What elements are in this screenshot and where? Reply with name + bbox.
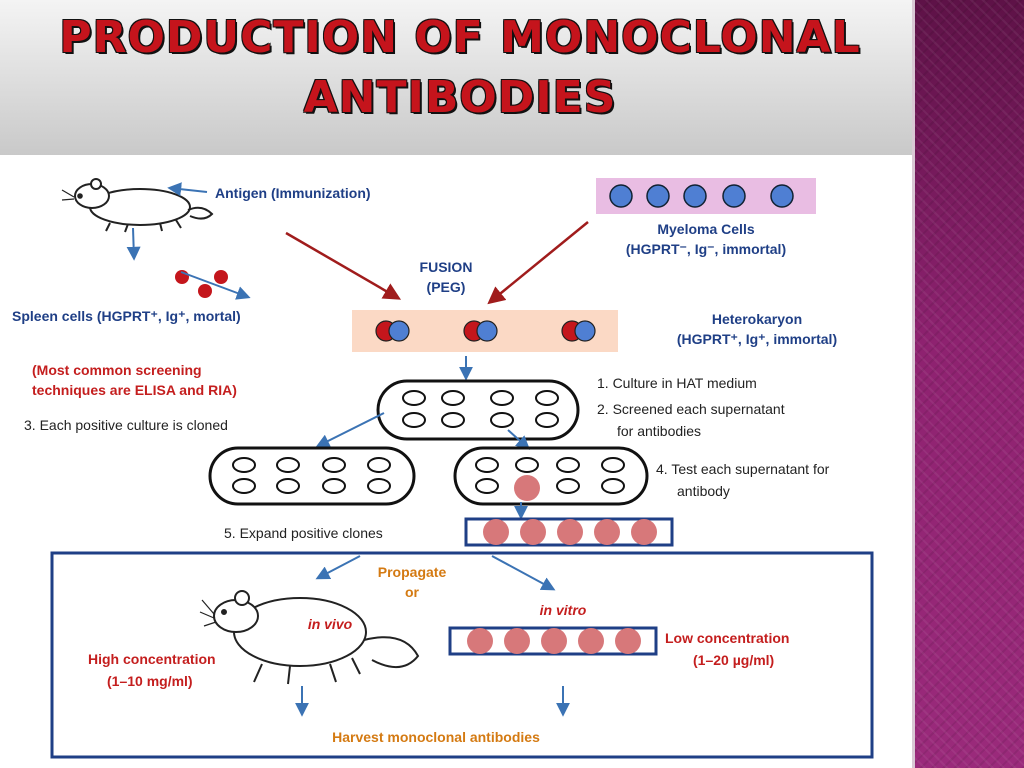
step-3-label: 3. Each positive culture is cloned [24, 417, 228, 433]
monoclonal-antibody-diagram: Antigen (Immunization) Spleen cells (HGP… [12, 178, 874, 759]
high-concentration-line-1: High concentration [88, 651, 216, 667]
in-vitro-label: in vitro [540, 602, 587, 618]
step-2-label-line-1: 2. Screened each supernatant [597, 401, 785, 417]
propagation-box [50, 551, 874, 759]
screening-note-line-1: (Most common screening [32, 362, 202, 378]
propagate-arrow-vivo [315, 555, 361, 580]
positive-clone [514, 475, 540, 501]
low-concentration-line-2: (1–20 µg/ml) [693, 652, 774, 668]
sidebar-divider [912, 0, 915, 768]
spleen-cells [175, 270, 228, 298]
mouse-to-spleen-arrow [126, 227, 141, 261]
mouse-icon [61, 178, 214, 233]
expanded-clones [464, 517, 674, 547]
harvest-label: Harvest monoclonal antibodies [332, 729, 540, 745]
heterokaryon-cells [375, 320, 596, 342]
myeloma-cells [609, 184, 794, 208]
step-2-label-line-2: for antibodies [617, 423, 701, 439]
heterokaryon-label-line-1: Heterokaryon [712, 311, 802, 327]
slide-title: PRODUCTION OF MONOCLONAL ANTIBODIES [20, 8, 900, 128]
step-5-label: 5. Expand positive clones [224, 525, 383, 541]
clone-arrow-right [507, 429, 531, 450]
myeloma-label-line-1: Myeloma Cells [657, 221, 754, 237]
step-4-label-line-2: antibody [677, 483, 730, 499]
antigen-arrow [167, 182, 208, 197]
step-4-label-line-1: 4. Test each supernatant for [656, 461, 830, 477]
title-line-2: ANTIBODIES [303, 72, 617, 123]
or-label: or [405, 584, 420, 600]
clone-arrow-left [315, 412, 385, 448]
clone-plate-right [453, 446, 649, 506]
fusion-arrow-left [285, 231, 402, 300]
culture-plate [376, 379, 580, 441]
propagate-label: Propagate [378, 564, 447, 580]
spleen-cells-label: Spleen cells (HGPRT⁺, Ig⁺, mortal) [12, 308, 241, 324]
fusion-label-line-2: (PEG) [427, 279, 466, 295]
fusion-label-line-1: FUSION [420, 259, 473, 275]
low-concentration-line-1: Low concentration [665, 630, 789, 646]
step-1-label: 1. Culture in HAT medium [597, 375, 757, 391]
screening-note-line-2: techniques are ELISA and RIA) [32, 382, 237, 398]
in-vitro-culture [448, 626, 658, 656]
title-bar: PRODUCTION OF MONOCLONAL ANTIBODIES [0, 0, 912, 155]
title-line-1: PRODUCTION OF MONOCLONAL [59, 12, 861, 63]
propagate-arrow-vitro [491, 555, 556, 591]
spleen-to-fusion-arrow [180, 271, 251, 300]
high-concentration-line-2: (1–10 mg/ml) [107, 673, 193, 689]
fusion-arrow-right [487, 221, 589, 305]
antigen-label: Antigen (Immunization) [215, 185, 371, 201]
decorative-sidebar [912, 0, 1024, 768]
heterokaryon-label-line-2: (HGPRT⁺, Ig⁺, immortal) [677, 331, 837, 347]
in-vivo-label: in vivo [308, 616, 353, 632]
mouse-icon [199, 590, 420, 685]
myeloma-label-line-2: (HGPRT⁻, Ig⁻, immortal) [626, 241, 786, 257]
clone-plate-left [208, 446, 416, 506]
